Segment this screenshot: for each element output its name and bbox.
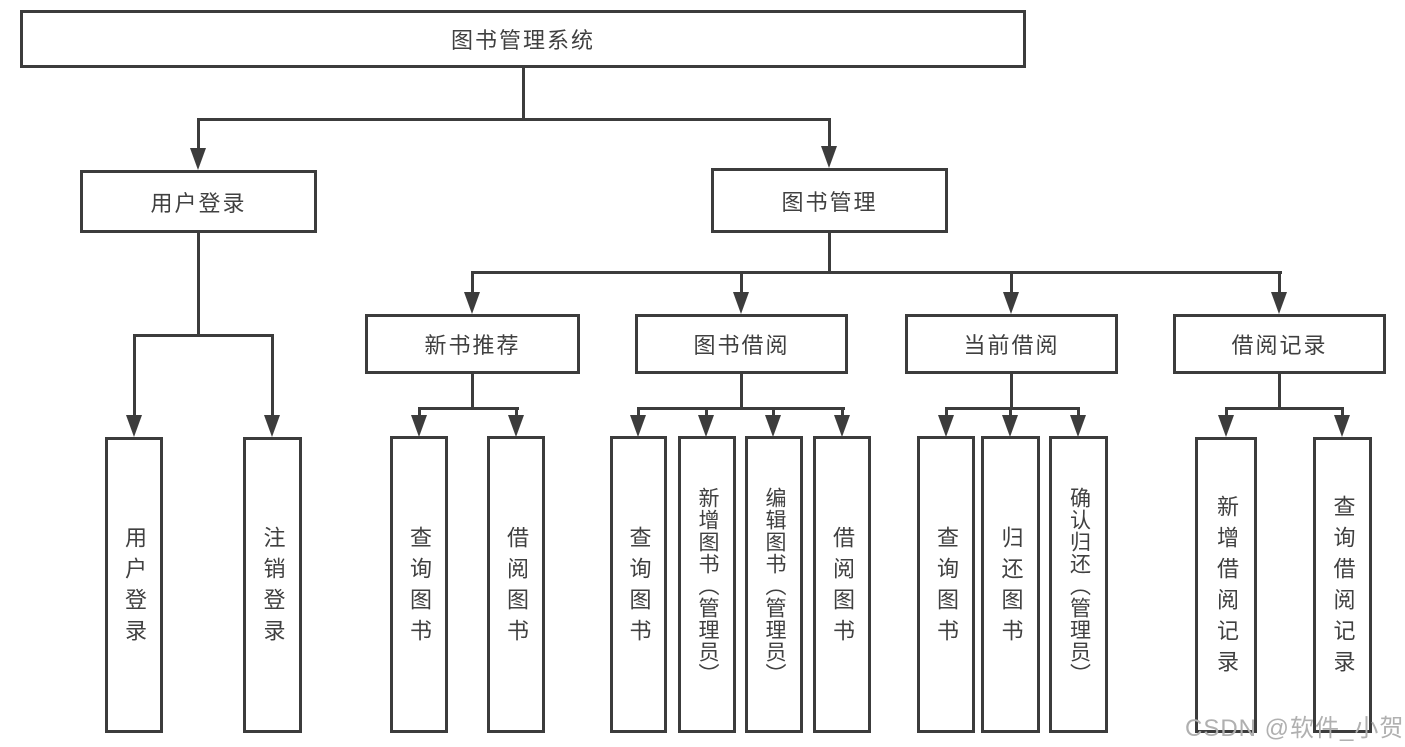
arrow-borrow-record <box>1271 292 1287 314</box>
arrow-new-book <box>464 292 480 314</box>
connector-root-vline <box>522 68 525 120</box>
connector-user-login-hline <box>133 334 274 337</box>
connector-stem-bb-3 <box>772 407 775 419</box>
leaf-bb-query-books: 查询图书 <box>610 436 667 733</box>
arrow-cb-3 <box>1070 415 1086 437</box>
connector-user-login-vline <box>197 233 200 337</box>
connector-stem-bb-2 <box>705 407 708 419</box>
node-new-book-recommend: 新书推荐 <box>365 314 580 374</box>
leaf-cb-return-books: 归还图书 <box>981 436 1040 733</box>
connector-stem-br-1 <box>1225 407 1228 419</box>
arrow-book-management <box>821 146 837 168</box>
arrow-br-2 <box>1334 415 1350 437</box>
arrow-bb-3 <box>765 415 781 437</box>
leaf-br-add-record: 新增借阅记录 <box>1195 437 1257 733</box>
connector-stem-current-borrow <box>1010 271 1013 296</box>
leaf-nbr-borrow-books: 借阅图书 <box>487 436 545 733</box>
leaf-cb-confirm-return-admin: 确认归还（管理员） <box>1049 436 1108 733</box>
leaf-user-login: 用户登录 <box>105 437 163 733</box>
node-current-borrow: 当前借阅 <box>905 314 1118 374</box>
leaf-nbr-query-books: 查询图书 <box>390 436 448 733</box>
connector-stem-new-book <box>471 271 474 296</box>
connector-cb-hline <box>945 407 1080 410</box>
node-book-management: 图书管理 <box>711 168 948 233</box>
leaf-br-query-record: 查询借阅记录 <box>1313 437 1372 733</box>
connector-br-vline <box>1278 374 1281 410</box>
connector-stem-user-login <box>197 118 200 152</box>
node-book-borrow: 图书借阅 <box>635 314 848 374</box>
connector-nbr-hline <box>418 407 519 410</box>
connector-cb-vline <box>1010 374 1013 410</box>
connector-root-hline <box>197 118 831 121</box>
arrow-current-borrow <box>1003 292 1019 314</box>
connector-book-mgmt-hline <box>471 271 1282 274</box>
arrow-nbr-2 <box>508 415 524 437</box>
node-library-management-system: 图书管理系统 <box>20 10 1026 68</box>
connector-stem-book-borrow <box>740 271 743 296</box>
connector-br-hline <box>1225 407 1344 410</box>
connector-stem-nbr-2 <box>515 407 518 419</box>
connector-stem-logout-leaf <box>271 334 274 420</box>
connector-stem-login-leaf <box>133 334 136 420</box>
connector-book-mgmt-vline <box>828 233 831 273</box>
node-user-login: 用户登录 <box>80 170 317 233</box>
leaf-cb-query-books: 查询图书 <box>917 436 975 733</box>
arrow-login-leaf <box>126 415 142 437</box>
connector-nbr-vline <box>471 374 474 410</box>
connector-stem-book-management <box>828 118 831 151</box>
connector-stem-nbr-1 <box>418 407 421 419</box>
connector-bb-hline <box>637 407 845 410</box>
arrow-br-1 <box>1218 415 1234 437</box>
arrow-nbr-1 <box>411 415 427 437</box>
arrow-user-login <box>190 148 206 170</box>
node-borrow-record: 借阅记录 <box>1173 314 1386 374</box>
connector-stem-bb-1 <box>637 407 640 419</box>
leaf-bb-add-books-admin: 新增图书（管理员） <box>678 436 736 733</box>
arrow-bb-1 <box>630 415 646 437</box>
arrow-cb-2 <box>1002 415 1018 437</box>
connector-stem-br-2 <box>1341 407 1344 419</box>
arrow-bb-4 <box>834 415 850 437</box>
arrow-logout-leaf <box>264 415 280 437</box>
connector-stem-borrow-record <box>1278 271 1281 296</box>
connector-stem-cb-3 <box>1077 407 1080 419</box>
csdn-watermark: CSDN @软件_小贺同学 <box>1185 715 1405 742</box>
arrow-book-borrow <box>733 292 749 314</box>
leaf-bb-borrow-books: 借阅图书 <box>813 436 871 733</box>
leaf-logout: 注销登录 <box>243 437 302 733</box>
leaf-bb-edit-books-admin: 编辑图书（管理员） <box>745 436 803 733</box>
arrow-cb-1 <box>938 415 954 437</box>
connector-stem-bb-4 <box>841 407 844 419</box>
connector-stem-cb-2 <box>1009 407 1012 419</box>
connector-bb-vline <box>740 374 743 410</box>
arrow-bb-2 <box>698 415 714 437</box>
connector-stem-cb-1 <box>945 407 948 419</box>
